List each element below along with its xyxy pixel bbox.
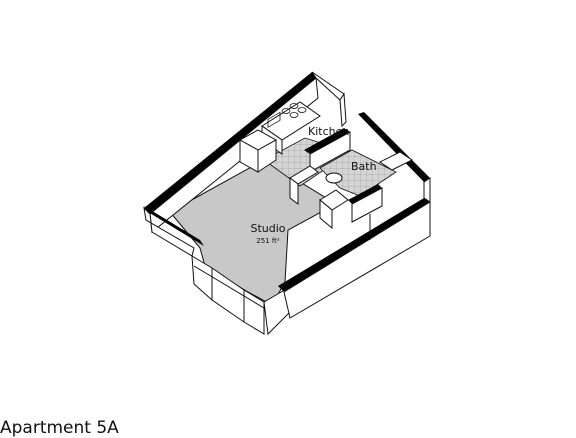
fridge-block-side: [257, 139, 277, 173]
wall-north-east-face: [339, 92, 347, 128]
wall-east-face: [423, 177, 431, 203]
bath-south-wall-face: [351, 187, 383, 223]
apartment-caption: Apartment 5A: [0, 418, 119, 438]
studio-area-label: 251 ft²: [256, 237, 280, 245]
wall-west-top: [144, 206, 204, 246]
wall-east-top: [358, 112, 430, 182]
bath-south-wall: [348, 184, 382, 204]
studio-label: Studio: [250, 222, 285, 235]
bath-door-wall-face: [319, 198, 333, 230]
wall-north-west: [144, 72, 316, 214]
kitchen-label: Kitchen: [308, 125, 349, 138]
bath-partition-north: [304, 128, 350, 154]
toilet-icon: [325, 172, 343, 184]
bath-vanity: [379, 151, 413, 171]
kitchen-sink-icon: [267, 111, 281, 128]
wall-south-east-top: [278, 198, 430, 292]
bath-partition-west-face: [289, 177, 299, 205]
stove-icon: [281, 103, 307, 118]
wall-south-east-face: [283, 201, 431, 319]
bath-label: Bath: [351, 160, 377, 173]
